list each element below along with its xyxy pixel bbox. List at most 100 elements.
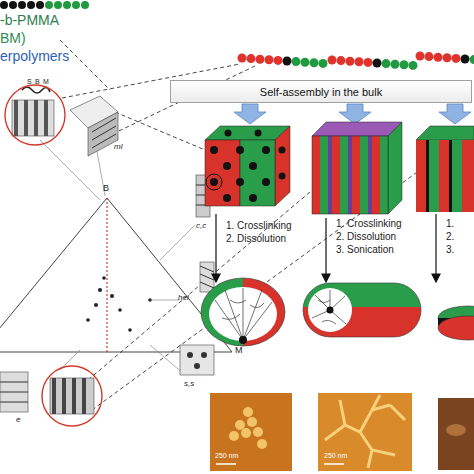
annotation-label: S [27, 78, 32, 86]
tem-image [318, 393, 412, 471]
polymer-chain [9, 1, 17, 9]
lamellae-thumbnail [0, 392, 28, 393]
phase-triangle [0, 198, 232, 352]
afm-image [216, 463, 236, 465]
heading-fragment: BM) [0, 31, 26, 46]
cylinder-morphology-block [328, 136, 332, 214]
annotation-label: hel [178, 294, 189, 303]
sphere-thumbnail [180, 345, 214, 375]
polymer-chain [27, 1, 35, 9]
sphere-morphology-cube [279, 147, 286, 154]
lamellae-thumbnail [0, 366, 102, 426]
process-arrow [435, 214, 436, 276]
phase-triangle [128, 328, 132, 332]
process-arrow [339, 104, 371, 124]
lamellae-thumbnail [22, 87, 50, 93]
afm-image [229, 431, 239, 441]
afm-image [247, 417, 257, 427]
sphere-morphology-cube [240, 140, 275, 206]
process-arrow [325, 218, 326, 276]
sphere-morphology-cube [275, 126, 290, 206]
janus-cylinder [327, 307, 334, 314]
tem-image [318, 393, 412, 471]
phase-triangle [110, 294, 114, 298]
janus-sphere [209, 287, 277, 341]
polymer-chain [0, 1, 89, 9]
janus-disc [438, 306, 474, 340]
cylinder-morphology-block [332, 136, 340, 214]
lamellae-thumbnail [5, 85, 65, 145]
process-arrow [322, 274, 330, 282]
tem-image [324, 463, 344, 465]
afm-image [257, 439, 267, 449]
afm-image [243, 407, 253, 417]
afm-image [241, 428, 251, 438]
afm-image [210, 393, 292, 471]
sphere-morphology-cube [205, 140, 240, 206]
cylinder-morphology-block [368, 136, 372, 214]
cylinder-morphology-block [312, 122, 402, 214]
lamellae-morphology-block [429, 140, 439, 212]
sphere-morphology-cube [262, 178, 270, 186]
process-arrow [212, 274, 220, 282]
sphere-morphology-cube [225, 130, 232, 137]
afm-image [253, 427, 263, 437]
sphere-thumbnail [201, 352, 207, 358]
phase-triangle [94, 303, 98, 307]
lamellae-thumbnail [0, 402, 28, 403]
lamellae-thumbnail [14, 100, 18, 136]
cylinder-morphology-block [312, 122, 402, 136]
janus-sphere [239, 336, 247, 344]
polymer-chain [238, 52, 474, 70]
lamellae-thumbnail [82, 378, 86, 414]
phase-triangle [0, 198, 232, 352]
helix-thumbnail [200, 266, 214, 288]
lamellae-thumbnail [12, 100, 54, 136]
micrograph [438, 398, 474, 470]
sphere-morphology-cube [279, 173, 286, 180]
cylinder-morphology-block [388, 122, 402, 214]
polymer-chain [238, 54, 328, 68]
lamellae-morphology-block [416, 126, 474, 212]
polymer-chain [54, 1, 62, 9]
lamellae-morphology-block [416, 140, 426, 212]
lamellae-thumbnail [50, 378, 94, 414]
lamellae-thumbnail [44, 100, 48, 136]
janus-cylinder [312, 290, 346, 324]
annotation-label: 250 nm [215, 452, 238, 460]
lamellae-morphology-block [462, 140, 474, 212]
helix-thumbnail [200, 262, 214, 292]
phase-triangle [102, 276, 106, 280]
process-arrow [432, 274, 440, 282]
phase-triangle [98, 288, 102, 292]
polymer-chain [45, 1, 53, 9]
tilted-lamellae-thumbnail [92, 126, 116, 140]
janus-cylinder [303, 283, 421, 337]
micrograph [446, 424, 466, 436]
heading-fragment: erpolymers [0, 49, 69, 64]
sphere-morphology-cube [236, 178, 244, 186]
tilted-lamellae-thumbnail [88, 112, 118, 156]
process-arrow [234, 104, 266, 124]
lamellae-thumbnail [0, 382, 28, 383]
cylinder-morphology-block [312, 136, 320, 214]
lamellae-thumbnail [42, 366, 102, 426]
step-text: 2. [446, 231, 454, 242]
polymer-chain [416, 52, 474, 66]
tilted-lamellae-thumbnail [70, 96, 118, 156]
annotation-label: s,s [184, 380, 194, 389]
sphere-morphology-cube [249, 194, 257, 202]
step-text: 1. Crosslinking [336, 218, 402, 229]
janus-cylinder [300, 280, 425, 339]
helix-thumbnail [200, 262, 214, 292]
lamellae-thumbnail [62, 378, 66, 414]
phase-triangle [118, 308, 122, 312]
janus-cylinder [308, 288, 352, 332]
tilted-lamellae-thumbnail [92, 118, 116, 132]
cylinder-morphology-block [352, 136, 360, 214]
step-text: 1. Crosslinking [226, 220, 292, 231]
lamellae-thumbnail [0, 372, 28, 412]
janus-sphere [201, 278, 285, 346]
sphere-thumbnail [180, 345, 214, 375]
sphere-morphology-cube [249, 162, 257, 170]
